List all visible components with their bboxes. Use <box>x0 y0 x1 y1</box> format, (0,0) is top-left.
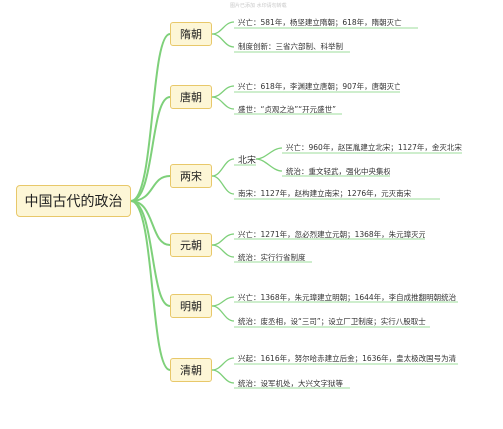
northern-song-label: 北宋 <box>238 156 257 166</box>
qing-item-rule: 统治：设军机处，大兴文字狱等 <box>238 379 343 388</box>
tang-item-golden-ages: 盛世：“贞观之治”“开元盛世” <box>238 105 337 114</box>
topic-yuan: 元朝 <box>170 233 212 257</box>
topic-sui: 隋朝 <box>170 22 212 46</box>
topic-qing: 清朝 <box>170 358 212 382</box>
sui-item-institutions: 制度创新：三省六部制、科举制 <box>238 42 343 51</box>
topic-tang: 唐朝 <box>170 85 212 109</box>
yuan-item-rise-fall: 兴亡：1271年，忽必烈建立元朝；1368年，朱元璋灭元 <box>238 230 425 239</box>
root-topic: 中国古代的政治 <box>16 185 131 217</box>
southern-song-item: 南宋：1127年，赵构建立南宋；1276年，元灭南宋 <box>238 189 412 198</box>
northern-song-rise-fall: 兴亡：960年，赵匡胤建立北宋；1127年，金灭北宋 <box>286 143 462 152</box>
topic-song: 两宋 <box>170 164 212 188</box>
ming-item-rise-fall: 兴亡：1368年，朱元璋建立明朝；1644年，李自成推翻明朝统治 <box>238 293 457 302</box>
qing-item-rise: 兴起：1616年，努尔哈赤建立后金；1636年，皇太极改国号为清 <box>238 354 457 363</box>
tang-item-rise-fall: 兴亡：618年，李渊建立唐朝；907年，唐朝灭亡 <box>238 82 400 91</box>
yuan-item-rule: 统治：实行行省制度 <box>238 253 306 262</box>
ming-item-rule: 统治：废丞相，设“三司”；设立厂卫制度；实行八股取士 <box>238 317 426 326</box>
topic-ming: 明朝 <box>170 294 212 318</box>
sui-item-rise-fall: 兴亡：581年，杨坚建立隋朝；618年，隋朝灭亡 <box>238 18 402 27</box>
watermark: 图片已添加 水印请勿转载 <box>230 3 287 9</box>
northern-song-rule: 统治：重文轻武，强化中央集权 <box>286 167 390 176</box>
